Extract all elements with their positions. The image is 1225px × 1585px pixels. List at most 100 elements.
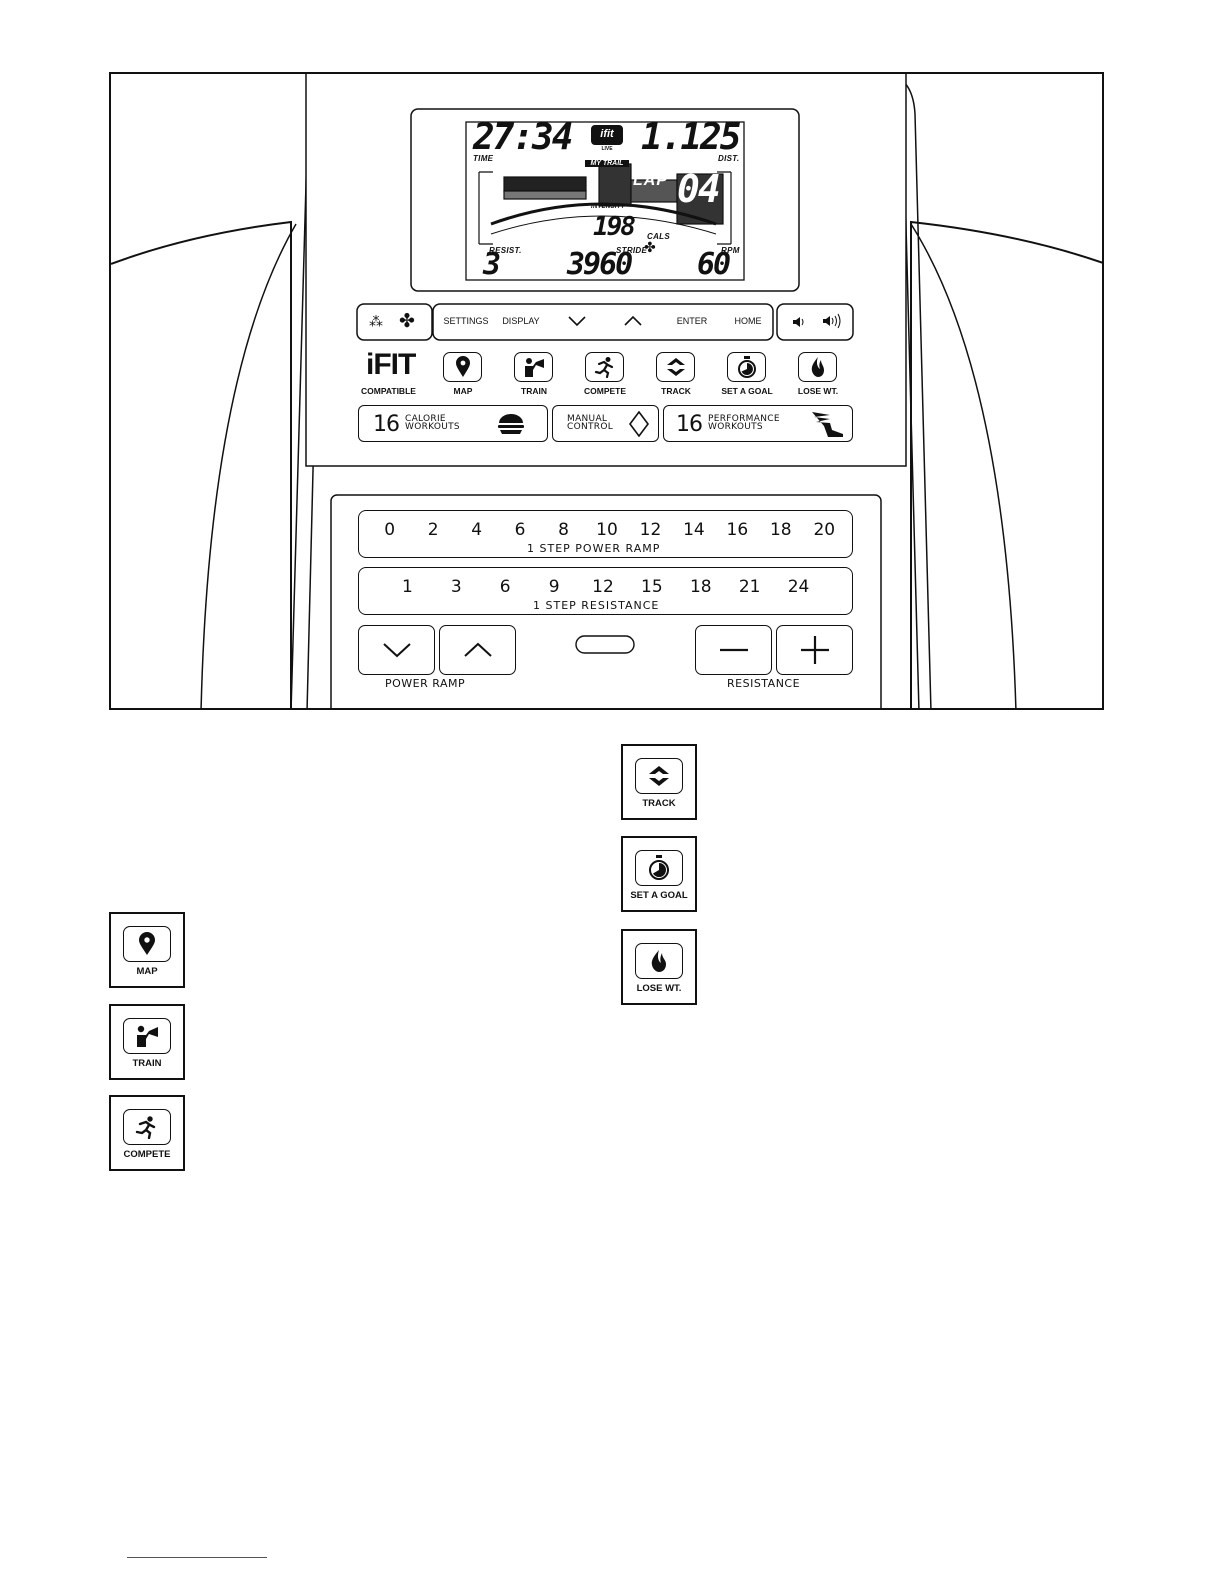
calorie-workouts-line1: CALORIE: [405, 414, 446, 424]
lcd-resist-value: 3: [483, 247, 501, 282]
speaker-low-icon[interactable]: [791, 315, 807, 329]
legend-compete-label: COMPETE: [123, 1149, 171, 1160]
track-button-label: TRACK: [661, 386, 691, 396]
power-ramp-key-8[interactable]: 8: [558, 520, 569, 540]
stopwatch-icon: [649, 855, 669, 880]
chevron-up-icon: [463, 642, 492, 657]
resistance-label: RESISTANCE: [727, 677, 801, 690]
power-ramp-key-18[interactable]: 18: [769, 520, 792, 540]
manual-control-line2: CONTROL: [567, 422, 614, 432]
trainer-icon: [137, 1025, 158, 1047]
power-ramp-key-20[interactable]: 20: [813, 520, 836, 540]
runner-icon: [135, 1116, 156, 1139]
enter-button[interactable]: ENTER: [676, 316, 708, 326]
ifit-logo: iFIT: [366, 348, 416, 381]
stopwatch-icon: [737, 356, 756, 378]
resistance-decrease-button[interactable]: [695, 625, 772, 675]
lcd-time-label: TIME: [473, 154, 494, 163]
resistance-key-3[interactable]: 3: [450, 577, 462, 597]
train-button[interactable]: [514, 352, 553, 382]
map-button[interactable]: [443, 352, 482, 382]
runner-icon: [594, 357, 613, 378]
minus-icon: [719, 648, 748, 652]
footer-link-underline[interactable]: [127, 1557, 267, 1558]
winged-foot-icon: [812, 412, 843, 437]
ifit-compatible-label: COMPATIBLE: [361, 386, 416, 396]
power-ramp-key-14[interactable]: 14: [683, 520, 705, 540]
lcd-rpm-label: RPM: [721, 246, 740, 255]
performance-workouts-line1: PERFORMANCE: [708, 414, 780, 424]
power-ramp-key-6[interactable]: 6: [514, 520, 526, 540]
legend-track: TRACK: [621, 744, 697, 820]
resistance-increase-button[interactable]: [776, 625, 853, 675]
display-button[interactable]: DISPLAY: [502, 316, 540, 326]
manual-control-line1: MANUAL: [567, 414, 608, 424]
home-button[interactable]: HOME: [734, 316, 762, 326]
calorie-workouts-line2: WORKOUTS: [405, 422, 460, 432]
performance-workouts-line2: WORKOUTS: [708, 422, 763, 432]
speaker-high-icon[interactable]: [821, 312, 843, 330]
resistance-key-6[interactable]: 6: [499, 577, 511, 597]
power-ramp-key-2[interactable]: 2: [427, 520, 439, 540]
resistance-key-15[interactable]: 15: [641, 577, 663, 597]
resistance-key-9[interactable]: 9: [548, 577, 560, 597]
flame-icon: [651, 950, 666, 972]
resistance-key-21[interactable]: 21: [738, 577, 761, 597]
set-a-goal-button-label: SET A GOAL: [721, 386, 773, 396]
legend-set-a-goal-button: [635, 850, 683, 886]
up-arrow-button[interactable]: [623, 314, 643, 328]
lcd-intensity-label: INTENSITY: [591, 204, 626, 210]
compete-button[interactable]: [585, 352, 624, 382]
performance-workouts-button[interactable]: 16 PERFORMANCE WORKOUTS: [663, 405, 853, 442]
legend-track-label: TRACK: [642, 798, 676, 809]
lcd-calories-value: 198: [593, 212, 636, 242]
track-button[interactable]: [656, 352, 695, 382]
legend-set-a-goal: SET A GOAL: [621, 836, 697, 912]
lcd-calories-label: CALS: [647, 232, 670, 241]
resistance-key-24[interactable]: 24: [787, 577, 810, 597]
calorie-workouts-button[interactable]: 16 CALORIE WORKOUTS: [358, 405, 548, 442]
lose-wt-button-label: LOSE WT.: [797, 386, 839, 396]
fan-low-icon[interactable]: ⁂: [369, 313, 383, 329]
fan-high-icon[interactable]: ✤: [399, 311, 415, 332]
compete-button-label: COMPETE: [583, 386, 627, 396]
burger-icon: [498, 414, 524, 434]
stride-sparkle-icon: ✤: [644, 240, 656, 256]
sync-icon: [666, 358, 685, 376]
power-ramp-keys-caption: 1 STEP POWER RAMP: [523, 542, 665, 555]
ifit-live-badge-sub: LIVE: [601, 146, 613, 152]
ifit-live-badge: ifit: [591, 125, 623, 145]
resistance-key-1[interactable]: 1: [402, 577, 413, 597]
lose-wt-button[interactable]: [798, 352, 837, 382]
legend-lose-wt-label: LOSE WT.: [636, 983, 682, 994]
legend-map-button: [123, 926, 171, 962]
power-ramp-down-button[interactable]: [358, 625, 435, 675]
power-ramp-key-12[interactable]: 12: [639, 520, 662, 540]
train-button-label: TRAIN: [521, 386, 547, 396]
lcd-distance-label: DIST.: [718, 154, 740, 163]
power-ramp-key-4[interactable]: 4: [471, 520, 483, 540]
down-arrow-button[interactable]: [567, 314, 587, 328]
resistance-key-18[interactable]: 18: [689, 577, 712, 597]
power-ramp-key-10[interactable]: 10: [596, 520, 618, 540]
power-ramp-key-0[interactable]: 0: [384, 520, 396, 540]
power-ramp-key-16[interactable]: 16: [726, 520, 749, 540]
power-ramp-up-button[interactable]: [439, 625, 516, 675]
diamond-arrows-icon: [629, 411, 649, 437]
settings-button[interactable]: SETTINGS: [443, 316, 489, 326]
lcd-lap-label: LAP: [633, 172, 668, 189]
legend-map: MAP: [109, 912, 185, 988]
legend-set-a-goal-label: SET A GOAL: [630, 890, 688, 901]
calorie-workouts-count: 16: [373, 412, 400, 437]
legend-lose-wt-button: [635, 943, 683, 979]
resistance-keys-caption: 1 STEP RESISTANCE: [529, 599, 664, 612]
lcd-resist-label: RESIST.: [489, 246, 522, 255]
legend-lose-wt: LOSE WT.: [621, 929, 697, 1005]
trail-graph: [478, 163, 732, 245]
legend-train-label: TRAIN: [132, 1058, 162, 1069]
resistance-key-12[interactable]: 12: [592, 577, 614, 597]
set-a-goal-button[interactable]: [727, 352, 766, 382]
sync-icon: [649, 766, 669, 786]
legend-track-button: [635, 758, 683, 794]
manual-control-button[interactable]: MANUAL CONTROL: [552, 405, 659, 442]
